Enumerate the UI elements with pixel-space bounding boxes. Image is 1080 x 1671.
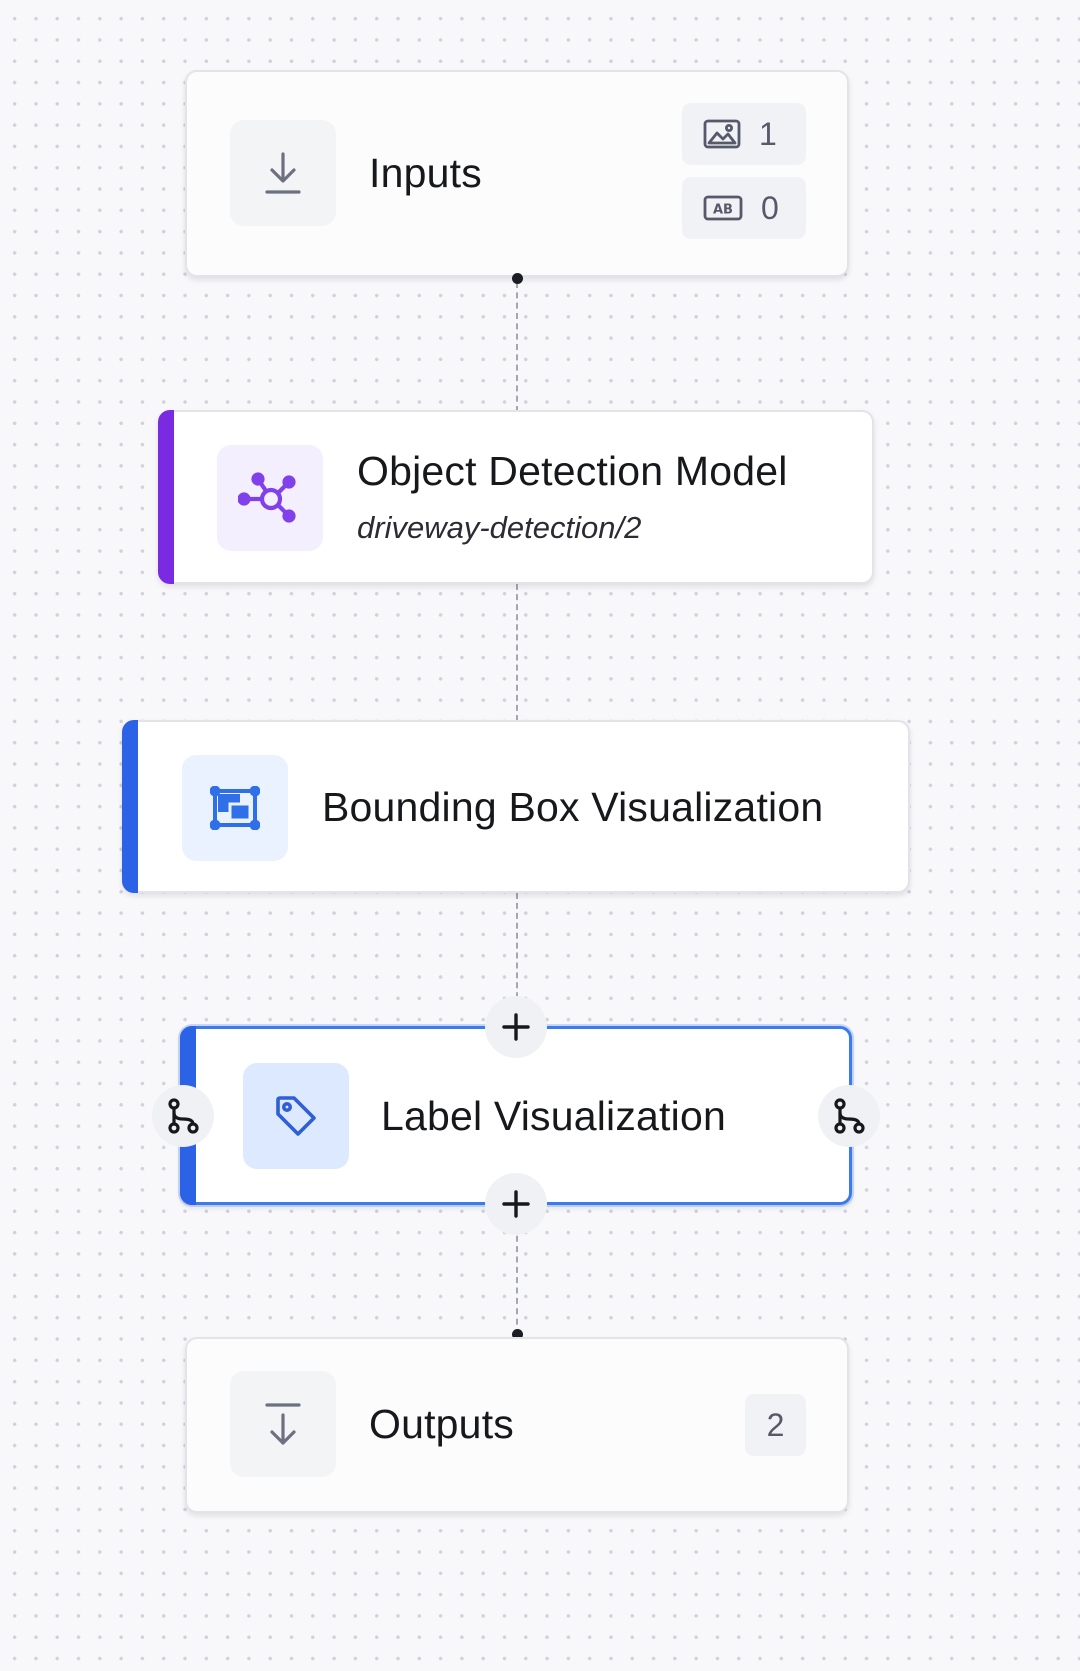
inputs-output-handle[interactable] [512,273,523,284]
branch-icon [834,1098,865,1134]
inputs-icon-box [230,120,336,226]
bounding-box-icon-box [182,755,288,861]
network-nodes-icon [238,472,296,523]
outputs-count: 2 [766,1406,785,1443]
text-inputs-badge: AB 0 [682,177,806,239]
text-inputs-count: 0 [761,189,779,226]
edge-bbox-to-label [516,893,518,1028]
branch-left-button[interactable] [152,1085,214,1147]
bounding-box-icon [210,786,260,830]
edge-detection-to-bbox [516,584,518,721]
bounding-box-node[interactable]: Bounding Box Visualization [122,720,910,893]
bounding-box-accent [122,720,138,893]
object-detection-accent [158,410,174,584]
add-step-below-button[interactable] [485,1173,547,1235]
add-step-above-button[interactable] [485,996,547,1058]
label-visualization-icon-box [243,1063,349,1169]
image-icon [703,119,741,149]
inputs-title: Inputs [369,150,482,196]
bounding-box-title: Bounding Box Visualization [322,784,824,830]
image-inputs-badge: 1 [682,103,806,165]
outputs-count-badge: 2 [745,1394,806,1456]
object-detection-icon-box [217,445,323,551]
export-down-icon [265,1403,301,1445]
text-ab-icon: AB [703,195,743,221]
download-icon [265,152,301,194]
inputs-node[interactable]: Inputs 1 AB 0 [185,70,849,277]
image-inputs-count: 1 [759,115,777,152]
outputs-node[interactable]: Outputs 2 [185,1337,849,1513]
edge-inputs-to-detection [516,282,518,412]
plus-icon [502,1013,530,1041]
outputs-title: Outputs [369,1401,514,1447]
branch-right-button[interactable] [818,1085,880,1147]
plus-icon [502,1190,530,1218]
tag-icon [276,1096,316,1136]
label-visualization-title: Label Visualization [381,1093,726,1139]
outputs-input-handle[interactable] [512,1329,523,1340]
edge-label-to-outputs [516,1215,518,1335]
outputs-icon-box [230,1371,336,1477]
object-detection-title: Object Detection Model [357,448,788,494]
branch-icon [168,1098,199,1134]
object-detection-node[interactable]: Object Detection Model driveway-detectio… [158,410,874,584]
svg-text:AB: AB [713,203,733,218]
object-detection-model-id: driveway-detection/2 [357,510,642,545]
